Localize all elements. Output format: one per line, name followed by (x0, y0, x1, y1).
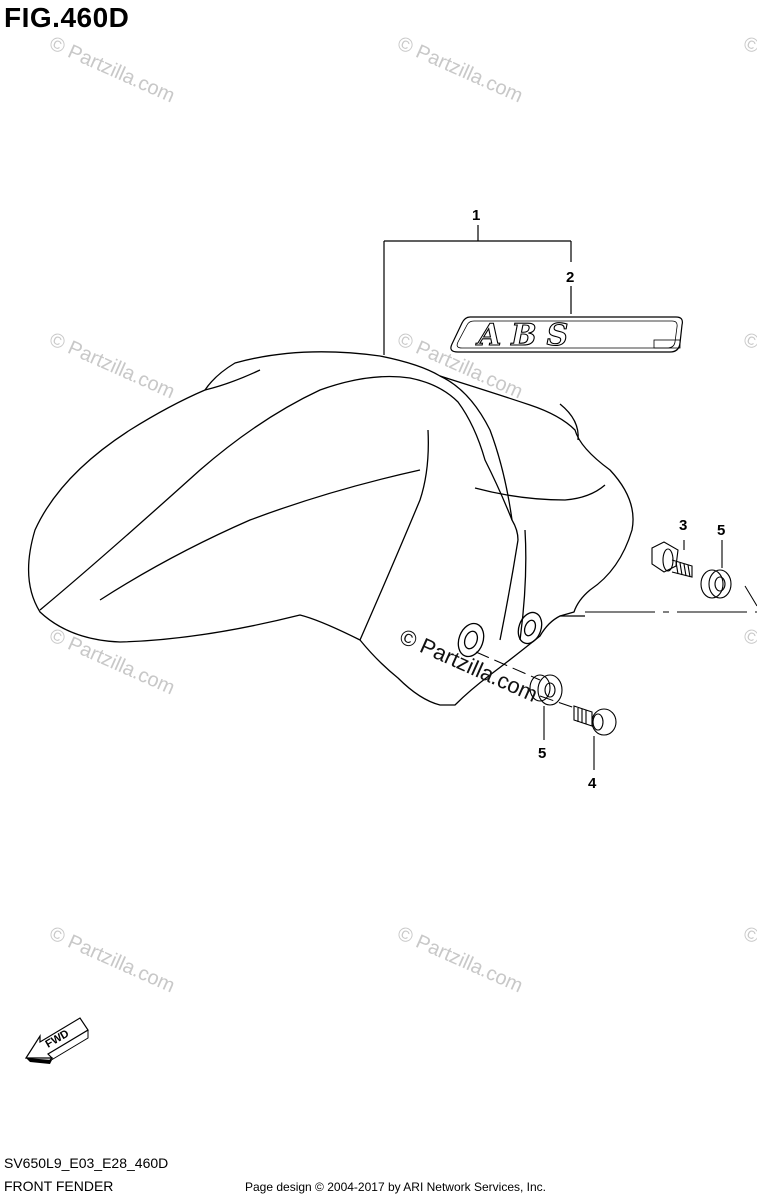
watermark-layer: © Partzilla.com © Partzilla.com © Partzi… (46, 32, 757, 997)
watermark: © Partzilla.com (740, 624, 757, 699)
page-credit: Page design © 2004-2017 by ARI Network S… (245, 1180, 547, 1194)
callout-labels: 1 2 3 5 5 4 (472, 207, 725, 792)
screw-4 (573, 705, 617, 770)
watermark: © Partzilla.com (394, 32, 526, 107)
watermark: © Partzilla.com (46, 624, 178, 699)
callout-5-left: 5 (538, 745, 546, 762)
watermark: © Partzilla.com (46, 32, 178, 107)
bolt-3 (651, 540, 693, 578)
abs-emblem: ABS (450, 316, 683, 354)
watermark: © Partzilla.com (394, 922, 526, 997)
watermark: © Partzilla.com (740, 328, 757, 403)
watermark: © Partzilla.com (740, 32, 757, 107)
callout-4: 4 (588, 775, 597, 792)
grommet-5-right (700, 540, 732, 599)
diagram-name: FRONT FENDER (4, 1178, 114, 1194)
fwd-arrow-text: FWD (44, 1028, 72, 1051)
callout-2: 2 (566, 269, 574, 286)
callout-1: 1 (472, 207, 480, 224)
front-fender (27, 351, 634, 706)
diagram-code: SV650L9_E03_E28_460D (4, 1155, 169, 1171)
fwd-arrow-icon: FWD (24, 1017, 89, 1064)
abs-emblem-text: ABS (475, 318, 578, 353)
callout-1-bracket (383, 225, 572, 355)
figure-title: FIG.460D (4, 2, 130, 33)
grommet-5-left (529, 674, 563, 740)
callout-5-right: 5 (717, 522, 725, 539)
watermark: © Partzilla.com (46, 328, 178, 403)
callout-3: 3 (679, 517, 687, 534)
watermark: © Partzilla.com (46, 922, 178, 997)
watermark: © Partzilla.com (740, 922, 757, 997)
